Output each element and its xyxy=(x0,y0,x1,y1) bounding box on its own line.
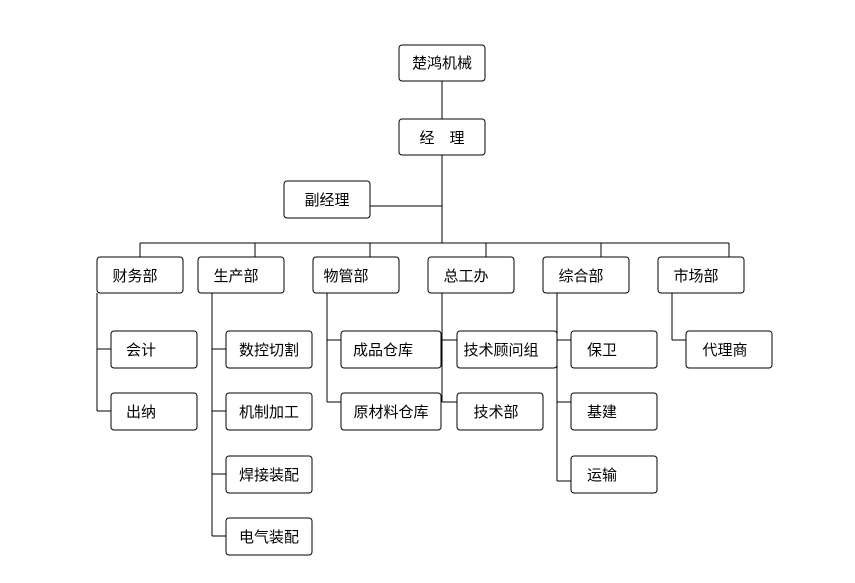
unit-label: 会计 xyxy=(126,341,156,359)
department-label: 物管部 xyxy=(323,267,368,285)
node-department-5: 市场部 xyxy=(657,256,745,294)
node-unit-0-0: 会计 xyxy=(110,330,198,369)
node-unit-5-0: 代理商 xyxy=(685,330,773,369)
node-unit-1-2: 焊接装配 xyxy=(225,455,313,494)
node-unit-1-0: 数控切割 xyxy=(225,330,313,369)
department-label: 财务部 xyxy=(112,267,157,285)
node-department-2: 物管部 xyxy=(312,256,400,294)
unit-label: 数控切割 xyxy=(239,341,299,359)
node-unit-4-0: 保卫 xyxy=(570,330,658,369)
unit-label: 原材料仓库 xyxy=(353,403,428,421)
node-root-label: 楚鸿机械 xyxy=(412,54,472,72)
unit-label: 技术顾问组 xyxy=(463,341,538,359)
node-department-3: 总工办 xyxy=(427,256,515,294)
node-unit-3-0: 技术顾问组 xyxy=(456,330,558,369)
node-manager-label: 经 理 xyxy=(419,129,464,147)
unit-label: 出纳 xyxy=(126,403,156,421)
node-unit-4-1: 基建 xyxy=(570,392,658,431)
unit-label: 成品仓库 xyxy=(353,341,413,359)
node-unit-2-1: 原材料仓库 xyxy=(340,392,442,431)
unit-label: 保卫 xyxy=(587,341,617,359)
node-department-1: 生产部 xyxy=(197,256,285,294)
unit-label: 运输 xyxy=(587,466,617,484)
node-unit-4-2: 运输 xyxy=(570,455,658,494)
connector-lines xyxy=(96,81,730,537)
node-deputy: 副经理 xyxy=(283,180,371,219)
unit-label: 基建 xyxy=(587,403,617,421)
node-manager: 经 理 xyxy=(398,118,486,156)
node-unit-3-1: 技术部 xyxy=(456,392,544,431)
department-label: 综合部 xyxy=(558,267,603,285)
node-unit-1-3: 电气装配 xyxy=(225,517,313,556)
unit-label: 代理商 xyxy=(702,341,747,359)
unit-label: 电气装配 xyxy=(239,528,299,546)
node-unit-1-1: 机制加工 xyxy=(225,392,313,431)
unit-label: 技术部 xyxy=(473,403,518,421)
unit-label: 机制加工 xyxy=(239,403,299,421)
department-label: 总工办 xyxy=(443,267,488,285)
node-unit-0-1: 出纳 xyxy=(110,392,198,431)
department-label: 市场部 xyxy=(673,267,718,285)
node-department-4: 综合部 xyxy=(542,256,630,294)
node-department-0: 财务部 xyxy=(96,256,184,294)
unit-label: 焊接装配 xyxy=(239,466,299,484)
node-deputy-label: 副经理 xyxy=(304,191,349,209)
node-root: 楚鸿机械 xyxy=(398,44,486,82)
department-label: 生产部 xyxy=(213,267,258,285)
node-unit-2-0: 成品仓库 xyxy=(340,330,442,369)
